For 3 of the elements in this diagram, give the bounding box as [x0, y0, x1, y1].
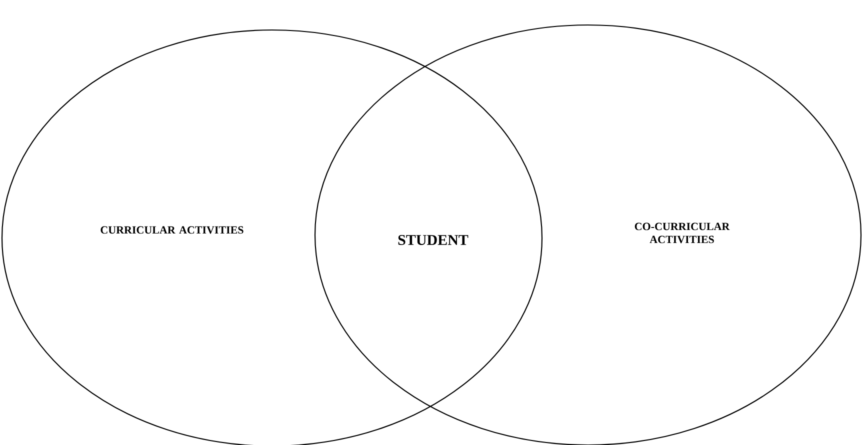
- circle-label: CO-CURRICULAR ACTIVITIES: [634, 222, 730, 244]
- center-label: STUDENT: [398, 234, 468, 246]
- circle-label: CURRICULAR ACTIVITIES: [100, 226, 244, 234]
